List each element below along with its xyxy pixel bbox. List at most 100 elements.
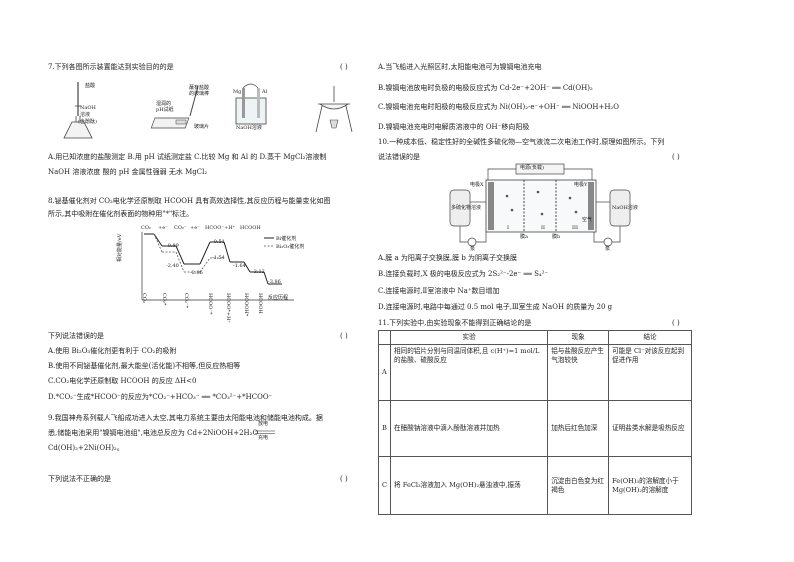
q8-energy-5: -2.40 bbox=[166, 263, 179, 269]
q11-stem: 11.下列实验中,由实验现象不能得到正确结论的是 bbox=[378, 319, 532, 327]
q11-header-row: 实验 现象 结论 bbox=[377, 330, 692, 345]
q9-option-b: B.镍镉电池放电时负极的电极反应式为 Cd-2e⁻+2OH⁻ ══ Cd(OH)… bbox=[378, 84, 593, 92]
q10-option-d: D.连接电源时,电路中每通过 0.5 mol 电子,Ⅲ室生成 NaOH 的质量为… bbox=[378, 303, 613, 311]
q10-room-3: III bbox=[572, 225, 578, 231]
q8-top-label-2: +e⁻ bbox=[158, 225, 168, 231]
q11-row-c-conclusion: Fe(OH)₃的溶解度小于 Mg(OH)₂的溶解度 bbox=[608, 456, 692, 515]
q7-a-label-1: 盐酸 bbox=[85, 83, 96, 89]
q8-x-label-1: CO₂ bbox=[141, 293, 147, 303]
q11-row-a-phenomenon: 铝与盐酸反应产生气泡较快 bbox=[547, 344, 610, 401]
q8-top-label-5: HCOO⁻ bbox=[205, 225, 225, 231]
q8-top-label-7: HCOOH bbox=[240, 225, 261, 231]
q8-energy-6: -2.86 bbox=[190, 270, 203, 276]
q8-top-label-1: CO₂ bbox=[141, 225, 151, 231]
q7-b-label-5: 玻璃片 bbox=[194, 124, 210, 130]
q8-paren: ( ) bbox=[340, 332, 348, 340]
q10-option-b: B.连接负载时,X 极的电极反应式为 2S₂²⁻-2e⁻ ══ S₄²⁻ bbox=[378, 270, 549, 278]
q11-row-c-phenomenon: 沉淀由白色变为红褐色 bbox=[547, 456, 610, 515]
q7-figure-b bbox=[150, 85, 199, 129]
table-row: A 相同的铝片分别与同温同体积,且 c(H⁺)=1 mol/L 的盐酸、硫酸反应… bbox=[377, 344, 692, 401]
q8-energy-1: -0.89 bbox=[166, 243, 179, 249]
q10-source-label: 电源(负载) bbox=[520, 165, 544, 171]
q10-option-c: C.连接电源时,Ⅱ室溶液中 Na⁺数目增加 bbox=[378, 287, 500, 295]
q7-b-label-4: pH试纸 bbox=[156, 107, 174, 113]
q11-row-c-label: C bbox=[377, 456, 392, 515]
q7-c-label-2: Al bbox=[262, 89, 268, 95]
q7-a-label-2: NaOH bbox=[80, 105, 96, 111]
q8-energy-7: -3.12 bbox=[252, 269, 265, 275]
q10-electrode-x: 电极X bbox=[470, 182, 484, 188]
q11-row-c-experiment: 将 FeCl₃溶液加入 Mg(OH)₂悬浊液中,振荡 bbox=[390, 456, 549, 515]
q9-option-a: A.当飞船进入光照区时,太阳能电池可为镍镉电池充电 bbox=[378, 63, 542, 71]
q8-option-d: D.*CO₂⁻生成*HCOO⁻的反应为*CO₂⁻+HCO₃⁻ ══ *CO₃²⁻… bbox=[48, 393, 273, 401]
q7-b-label-1: 蘸有盐酸 bbox=[189, 85, 210, 91]
q7-figure-a bbox=[63, 82, 93, 139]
q7-a-label-4: (含酚酞) bbox=[78, 119, 97, 125]
q7-c-label-3: NaOH溶液 bbox=[236, 125, 262, 131]
q9-question: 下列说法不正确的是 bbox=[48, 475, 111, 483]
q10-stem-line1: 10.一种成本低、稳定性好的全碱性多硫化物—空气液流二次电池工作时,原理如图所示… bbox=[378, 138, 665, 146]
q7-paren: ( ) bbox=[340, 63, 348, 71]
q11-row-b-experiment: 在醋酸钠溶液中滴入酚酞溶液并加热 bbox=[390, 400, 549, 457]
q10-pump-right: 泵 bbox=[605, 246, 611, 252]
q9-equilibrium-arrow bbox=[255, 430, 275, 434]
q8-option-b: B.使用不同铋基催化剂,最大能垒(活化能)不相等,但反应热相等 bbox=[48, 362, 241, 370]
q8-x-label-4: HCOO⁻* bbox=[207, 293, 213, 315]
q11-table: 实验 现象 结论 A 相同的铝片分别与同温同体积,且 c(H⁺)=1 mol/L… bbox=[377, 330, 692, 515]
q7-b-label-3: 湿润的 bbox=[156, 101, 172, 107]
q8-question: 下列说法错误的是 bbox=[48, 332, 104, 340]
q8-legend-bi: Bi催化剂 bbox=[276, 236, 297, 242]
q8-energy-3: -1.54 bbox=[212, 255, 225, 261]
q8-legend-bi2o3: Bi₂O₃催化剂 bbox=[276, 244, 305, 250]
q10-right-tank: NaOH溶液 bbox=[612, 205, 638, 211]
q8-top-label-6: +H⁺ bbox=[224, 225, 236, 231]
q7-b-label-2: 的玻璃棒 bbox=[189, 91, 210, 97]
q10-air-label: 空气 bbox=[582, 217, 593, 223]
q10-pump-left: 泵 bbox=[470, 246, 476, 252]
q9-option-d: D.镍镉电池充电时电解质溶液中的 OH⁻移向阳极 bbox=[378, 123, 530, 131]
q10-option-a: A.膜 a 为阳离子交换膜,膜 b 为阴离子交换膜 bbox=[378, 254, 518, 262]
q9-option-c: C.镍镉电池充电时阳极的电极反应式为 Ni(OH)₂-e⁻+OH⁻ ══ NiO… bbox=[378, 103, 619, 111]
q11-row-a-label: A bbox=[377, 344, 392, 401]
q11-paren: ( ) bbox=[672, 319, 680, 327]
q8-option-a: A.使用 Bi₂O₃催化剂更有利于 CO₂的吸附 bbox=[48, 347, 177, 355]
q8-energy-4: -1.64 bbox=[233, 263, 246, 269]
q8-energy-8: -3.86 bbox=[268, 279, 281, 285]
q8-x-label-7: HCOOH bbox=[257, 293, 263, 314]
q10-electrode-y: 电极Y bbox=[574, 182, 588, 188]
q10-room-1: I bbox=[507, 225, 509, 231]
q7-stem: 7.下列各图所示装置能达到实验目的的是 bbox=[48, 63, 174, 71]
q9-arrow-top: 放电 bbox=[258, 421, 269, 427]
q10-stem-line2: 说法错误的是 bbox=[378, 153, 420, 161]
q8-stem-line2: 所示,其中吸附在催化剂表面的物种用"*"标注。 bbox=[48, 210, 194, 218]
q9-paren: ( ) bbox=[340, 475, 348, 483]
table-row: B 在醋酸钠溶液中滴入酚酞溶液并加热 加热后红色加深 证明盐类水解是吸热反应 bbox=[377, 400, 692, 457]
q7-figure-c bbox=[235, 83, 267, 125]
q7-c-label-1: Mg bbox=[233, 89, 242, 95]
q9-stem-line2: 悉,储能电池采用"镍镉电池组",电池总反应为 Cd+2NiOOH+2H₂O bbox=[48, 429, 259, 437]
q8-top-label-3: CO₂⁻ bbox=[174, 225, 187, 231]
q11-header-phenomenon: 现象 bbox=[547, 330, 610, 345]
q10-membrane-a: 膜a bbox=[520, 234, 528, 240]
q7-a-label-3: 溶液 bbox=[80, 112, 91, 118]
q8-x-label-6: HCOOH* bbox=[243, 293, 249, 317]
q11-row-a-conclusion: 可能是 Cl⁻对该反应起到促进作用 bbox=[608, 344, 692, 401]
q11-header-index bbox=[377, 330, 392, 345]
table-row: C 将 FeCl₃溶液加入 Mg(OH)₂悬浊液中,振荡 沉淀由白色变为红褐色 … bbox=[377, 456, 692, 515]
q8-y-axis-label: 相对能量/eV bbox=[117, 233, 123, 262]
q9-stem-line1: 9.我国神舟系列载人飞船成功进入太空,其电力系统主要由太阳能电池和储能电池构成。… bbox=[48, 414, 323, 422]
q8-stem-line1: 8.铋基催化剂对 CO₂电化学还原制取 HCOOH 具有高效选择性,其反应历程与… bbox=[48, 197, 331, 205]
q8-x-label-3: CO₂⁻* bbox=[183, 293, 189, 309]
q8-energy-diagram bbox=[141, 232, 294, 301]
q8-x-axis-label: 反应历程 bbox=[268, 295, 289, 301]
q7-options-line1: A.用已知浓度的盐酸测定 B.用 pH 试纸测定盐 C.比较 Mg 和 Al 的… bbox=[48, 153, 327, 161]
q7-options-line2: NaOH 溶液浓度 酸的 pH 金属性强弱 无水 MgCl₂ bbox=[48, 168, 208, 176]
q7-figure-d bbox=[315, 86, 353, 133]
q11-row-b-label: B bbox=[377, 400, 392, 457]
q8-x-label-2: CO₂* bbox=[161, 293, 167, 306]
q8-energy-2: -0.51 bbox=[212, 239, 225, 245]
q10-membrane-b: 膜b bbox=[552, 234, 561, 240]
q8-top-label-4: +e⁻ bbox=[190, 225, 200, 231]
q10-battery-diagram bbox=[449, 163, 631, 247]
q9-stem-line3: Cd(OH)₂+2Ni(OH)₂。 bbox=[48, 444, 124, 452]
